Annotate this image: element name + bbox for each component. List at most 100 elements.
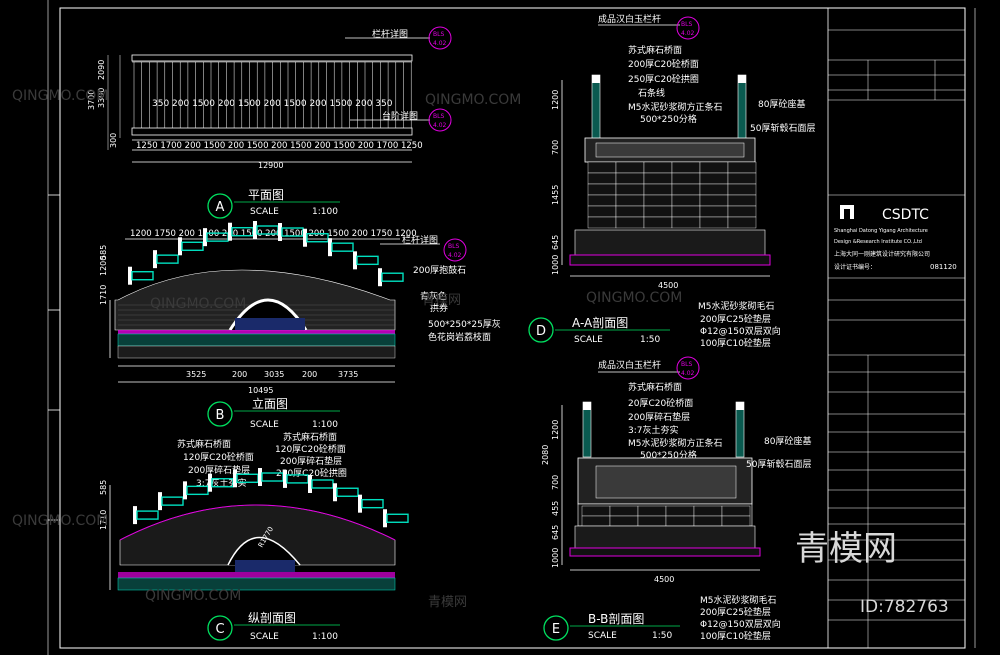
svg-text:4.02: 4.02 [681, 30, 695, 37]
rail-panel [336, 487, 359, 497]
svg-text:M5水泥砂浆砌方正条石: M5水泥砂浆砌方正条石 [628, 101, 723, 113]
svg-text:250厚C20砼拱圈: 250厚C20砼拱圈 [276, 467, 347, 479]
svg-text:80厚砼座基: 80厚砼座基 [758, 98, 805, 110]
rail-post [308, 474, 312, 493]
svg-text:200: 200 [302, 370, 317, 379]
svg-text:Φ12@150双层双向: Φ12@150双层双向 [700, 618, 781, 630]
svg-text:200: 200 [232, 370, 247, 379]
rail-post [333, 483, 337, 502]
rail-panel [136, 510, 159, 520]
watermark-brand: 青模网 [795, 529, 897, 569]
svg-text:苏式麻石桥面: 苏式麻石桥面 [628, 44, 682, 56]
view-b-marker [207, 401, 233, 427]
svg-text:1:100: 1:100 [312, 207, 338, 217]
svg-text:QINGMO.COM: QINGMO.COM [150, 296, 246, 312]
svg-text:E: E [552, 622, 560, 637]
plan-vert-dim-1: 2090 [97, 60, 106, 80]
view-c-marker [207, 615, 233, 641]
rail-post [253, 221, 257, 240]
plan-detail-ref-2 [428, 108, 452, 132]
svg-text:645: 645 [551, 235, 560, 250]
svg-text:Φ12@150双层双向: Φ12@150双层双向 [700, 325, 781, 337]
rail-post [183, 481, 187, 500]
rail-post [153, 250, 157, 269]
rail-panel [356, 255, 379, 266]
svg-text:200厚碎石垫层: 200厚碎石垫层 [280, 455, 342, 467]
left-binding-ticks [48, 194, 60, 521]
svg-text:QINGMO.COM: QINGMO.COM [586, 290, 682, 306]
rail-post [258, 468, 262, 487]
rail-panel [161, 496, 184, 506]
svg-text:栏杆详图: 栏杆详图 [402, 234, 438, 246]
svg-text:120厚C20砼桥面: 120厚C20砼桥面 [183, 451, 254, 463]
view-a-title: 平面图 [248, 188, 284, 202]
svg-text:4.02: 4.02 [433, 122, 447, 129]
plan-dims-top: 350 200 1500 200 1500 200 1500 200 1500 … [152, 99, 393, 109]
svg-text:1200: 1200 [551, 420, 560, 440]
svg-text:700: 700 [551, 140, 560, 155]
svg-text:QINGMO.COM: QINGMO.COM [425, 92, 521, 108]
svg-text:BLS: BLS [433, 31, 444, 38]
rail-post [378, 268, 382, 287]
rail-panel [386, 513, 409, 523]
svg-text:200厚C25砼垫层: 200厚C25砼垫层 [700, 606, 771, 618]
svg-text:1200: 1200 [551, 90, 560, 110]
svg-text:20厚C20砼桥面: 20厚C20砼桥面 [628, 397, 693, 409]
svg-text:80厚砼座基: 80厚砼座基 [764, 435, 811, 447]
rail-post [128, 266, 132, 285]
rail-post [353, 251, 357, 270]
svg-text:1710: 1710 [99, 510, 108, 530]
view-d-marker [528, 317, 554, 343]
svg-text:青模网: 青模网 [428, 595, 467, 610]
svg-text:585: 585 [99, 480, 108, 495]
svg-text:苏式麻石桥面: 苏式麻石桥面 [283, 431, 337, 443]
plan-detail-ref-1 [428, 26, 452, 50]
svg-text:SCALE: SCALE [574, 335, 603, 345]
svg-text:3:7灰土夯实: 3:7灰土夯实 [628, 424, 679, 436]
view-e-marker [543, 615, 569, 641]
svg-text:Shanghai Datong Yigang Archit: Shanghai Datong Yigang Architecture [834, 228, 928, 234]
rail-panel [361, 498, 384, 509]
svg-text:1200: 1200 [99, 256, 108, 276]
rail-panel [306, 233, 329, 243]
svg-text:QINGMO.COM: QINGMO.COM [12, 513, 108, 529]
svg-text:4.02: 4.02 [448, 252, 462, 259]
svg-text:200厚碎石垫层: 200厚碎石垫层 [628, 411, 690, 423]
rail-post [203, 228, 207, 247]
bb-width-dim: 4500 [654, 575, 674, 584]
plan-vert-dim-4: 300 [109, 133, 118, 148]
elev-note-5: 色花岗岩荔枝面 [428, 331, 491, 343]
svg-text:Design &Research Institute CO.: Design &Research Institute CO.,Ltd [834, 239, 922, 245]
rail-post [158, 492, 162, 511]
view-a-marker [207, 193, 233, 219]
svg-text:苏式麻石桥面: 苏式麻石桥面 [628, 381, 682, 393]
view-b-title: 立面图 [252, 396, 288, 411]
svg-text:苏式麻石桥面: 苏式麻石桥面 [177, 438, 231, 450]
svg-text:3525: 3525 [186, 370, 206, 379]
svg-text:4.02: 4.02 [681, 370, 695, 377]
svg-text:120厚C20砼桥面: 120厚C20砼桥面 [275, 443, 346, 455]
svg-text:585: 585 [99, 245, 108, 260]
rail-panel [181, 241, 204, 251]
svg-text:50厚斩毂石面层: 50厚斩毂石面层 [746, 458, 811, 470]
svg-text:SCALE: SCALE [250, 207, 279, 217]
watermarks: QINGMO.COM QINGMO.COM QINGMO.COM QINGMO.… [12, 88, 949, 617]
elev-note-1: 200厚抱鼓石 [413, 264, 466, 276]
svg-text:上海大同一刚建筑设计研究有限公司: 上海大同一刚建筑设计研究有限公司 [834, 250, 930, 258]
svg-text:石条线: 石条线 [638, 87, 665, 99]
rail-post [178, 237, 182, 256]
plan-vert-dim-3: 3700 [87, 90, 96, 110]
svg-text:1000: 1000 [551, 548, 560, 568]
plan-callout-steps: 台阶详图 [382, 110, 418, 122]
svg-text:1:100: 1:100 [312, 632, 338, 642]
svg-text:700: 700 [551, 475, 560, 490]
view-e-title: B-B剖面图 [588, 612, 644, 626]
svg-text:50厚斩毂石面层: 50厚斩毂石面层 [750, 122, 815, 134]
view-c-title: 纵剖面图 [248, 611, 296, 625]
svg-text:200厚C25砼垫层: 200厚C25砼垫层 [700, 313, 771, 325]
cert-number: 081120 [930, 263, 957, 271]
rail-post [208, 473, 212, 492]
rail-post [283, 469, 287, 488]
svg-text:1455: 1455 [551, 185, 560, 205]
svg-text:3035: 3035 [264, 370, 284, 379]
